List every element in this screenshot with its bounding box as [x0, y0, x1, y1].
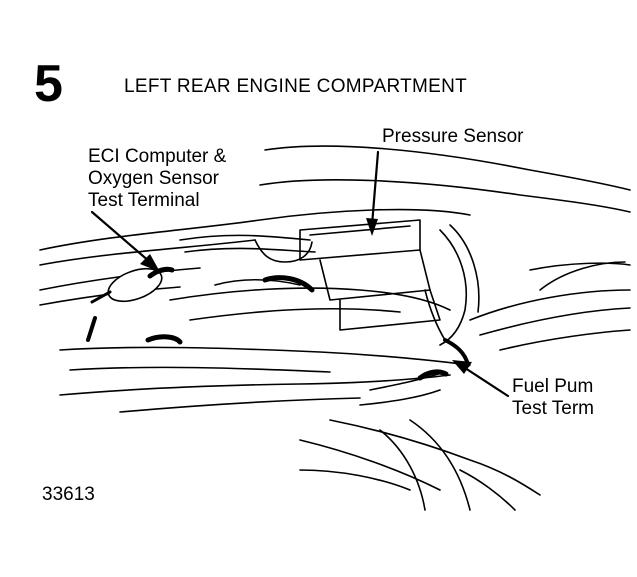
callout-arrows: [90, 150, 510, 398]
engine-outline: [39, 145, 631, 511]
pressure-sensor-arrowhead: [366, 218, 378, 236]
eci-label-line-2: Oxygen Sensor: [88, 168, 219, 189]
fuel-pump-label-line-2: Test Term: [512, 398, 595, 419]
figure-id: 33613: [42, 484, 95, 505]
fuel-pump-leader: [460, 364, 510, 398]
eci-test-terminal-shape: [86, 266, 183, 345]
fuel-pump-label: Fuel Pum Test Term: [512, 376, 594, 420]
eci-label-line-3: Test Terminal: [88, 190, 200, 211]
wiring-harness: [179, 224, 480, 406]
eci-label-line-1: ECI Computer &: [88, 146, 227, 167]
fuel-pump-arrowhead: [452, 360, 472, 374]
eci-arrowhead: [140, 254, 160, 272]
fuel-pump-label-line-1: Fuel Pum: [512, 376, 594, 397]
pressure-sensor-label: Pressure Sensor: [382, 126, 524, 147]
figure-title: LEFT REAR ENGINE COMPARTMENT: [124, 76, 468, 97]
pressure-sensor-shape: [299, 219, 441, 331]
pressure-sensor-leader: [370, 150, 380, 227]
eci-leader: [90, 210, 152, 264]
figure-number: 5: [34, 55, 63, 113]
eci-label: ECI Computer & Oxygen Sensor Test Termin…: [88, 146, 226, 212]
